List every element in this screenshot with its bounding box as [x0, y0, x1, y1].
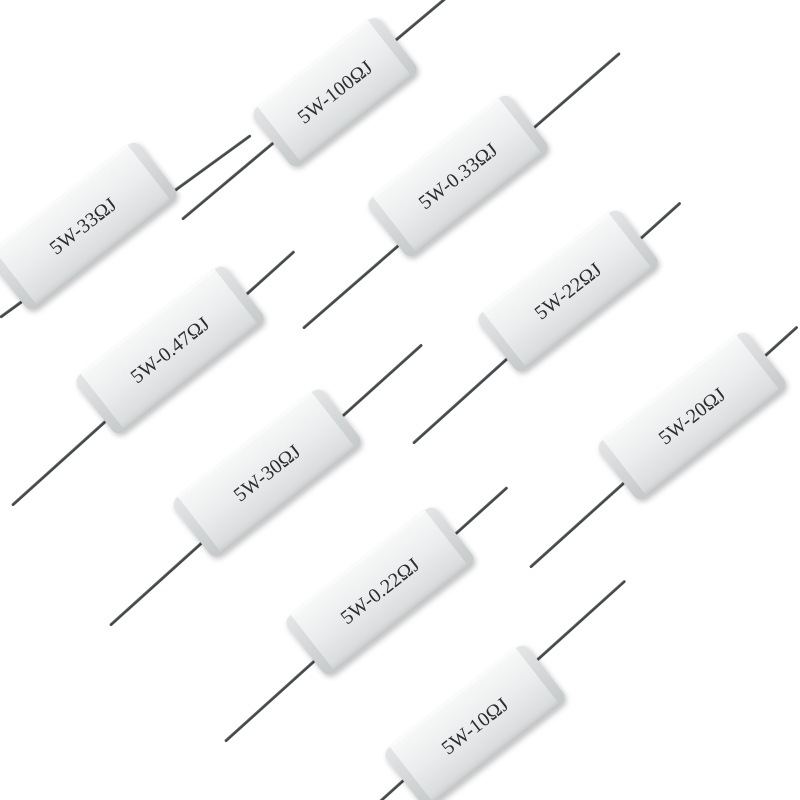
ceramic-body: 5W-0.22ΩJ: [282, 504, 478, 678]
ceramic-body: 5W-0.33ΩJ: [364, 92, 552, 260]
ceramic-body: 5W-20ΩJ: [594, 329, 790, 503]
resistor: 5W-10ΩJ: [381, 642, 569, 800]
ceramic-body: 5W-100ΩJ: [249, 14, 421, 170]
resistor: 5W-33ΩJ: [0, 139, 181, 313]
resistor-marking: 5W-100ΩJ: [293, 56, 378, 129]
resistor: 5W-0.33ΩJ: [364, 92, 552, 260]
resistor: 5W-22ΩJ: [474, 207, 662, 375]
resistor-marking: 5W-22ΩJ: [530, 258, 607, 325]
ceramic-body: 5W-30ΩJ: [169, 386, 365, 560]
resistor-marking: 5W-0.33ΩJ: [414, 138, 503, 215]
ceramic-body: 5W-0.47ΩJ: [72, 263, 268, 437]
resistor: 5W-20ΩJ: [594, 329, 790, 503]
resistor: 5W-30ΩJ: [169, 386, 365, 560]
resistor-marking: 5W-30ΩJ: [229, 440, 306, 507]
resistor-marking: 5W-33ΩJ: [45, 193, 122, 260]
resistor: 5W-100ΩJ: [249, 14, 421, 170]
resistor-marking: 5W-0.47ΩJ: [126, 312, 215, 389]
ceramic-body: 5W-33ΩJ: [0, 139, 181, 313]
resistor: 5W-0.22ΩJ: [282, 504, 478, 678]
resistor-marking: 5W-0.22ΩJ: [336, 553, 425, 630]
ceramic-body: 5W-22ΩJ: [474, 207, 662, 375]
ceramic-body: 5W-10ΩJ: [381, 642, 569, 800]
resistor-marking: 5W-10ΩJ: [437, 693, 514, 760]
resistor: 5W-0.47ΩJ: [72, 263, 268, 437]
resistor-marking: 5W-20ΩJ: [654, 383, 731, 450]
